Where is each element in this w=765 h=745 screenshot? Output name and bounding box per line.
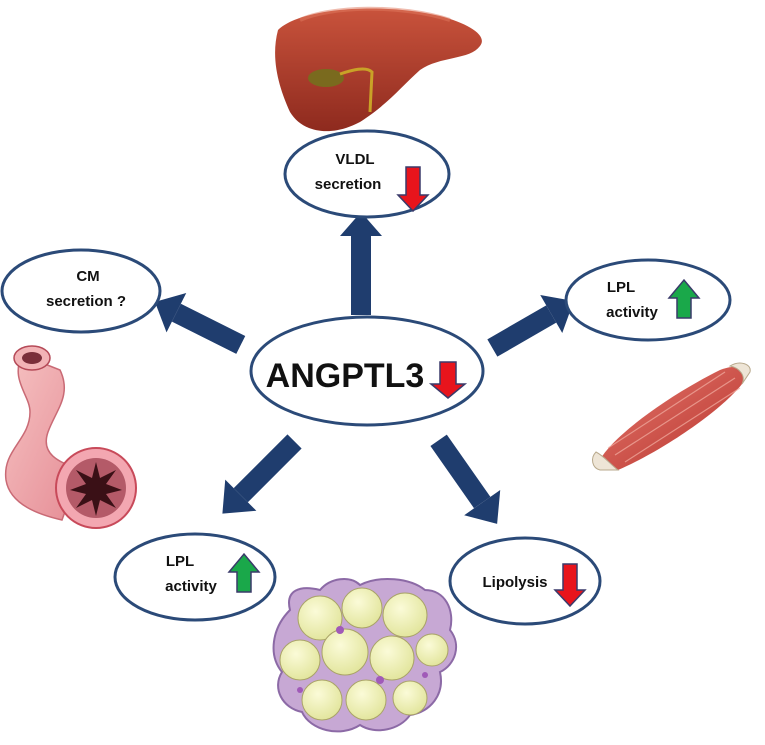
node-cm-secretion: CM secretion ? [0,248,162,334]
adipose-lpl-line1: LPL [166,553,194,570]
node-vldl-secretion: VLDL secretion [283,129,451,219]
muscle-icon [592,362,751,471]
node-muscle-lpl-activity: LPL activity [564,258,732,342]
down-arrow-icon [553,563,587,608]
arrow-to-adipose-lpl [222,434,302,514]
cm-label-line2: secretion ? [46,293,126,310]
lipolysis-label: Lipolysis [482,574,547,591]
node-lipolysis: Lipolysis [448,536,602,626]
arrow-to-lipolysis [430,434,501,524]
muscle-lpl-line1: LPL [607,279,635,296]
arrow-to-vldl [340,212,382,315]
angptl3-label: ANGPTL3 [266,357,425,395]
liver-icon [275,6,482,132]
down-arrow-icon [428,361,468,399]
cm-label-line1: CM [76,268,99,285]
muscle-lpl-line2: activity [606,304,658,321]
node-adipose-lpl-activity: LPL activity [113,532,277,622]
vldl-label-line2: secretion [315,176,382,193]
node-angptl3: ANGPTL3 [249,315,485,427]
arrow-to-cm [154,293,246,354]
adipose-tissue-icon [272,578,458,733]
adipose-lpl-line2: activity [165,578,217,595]
down-arrow-icon [396,166,430,213]
up-arrow-icon [227,552,261,593]
intestine-icon [4,345,137,529]
up-arrow-icon [667,278,701,319]
vldl-label-line1: VLDL [335,151,374,168]
